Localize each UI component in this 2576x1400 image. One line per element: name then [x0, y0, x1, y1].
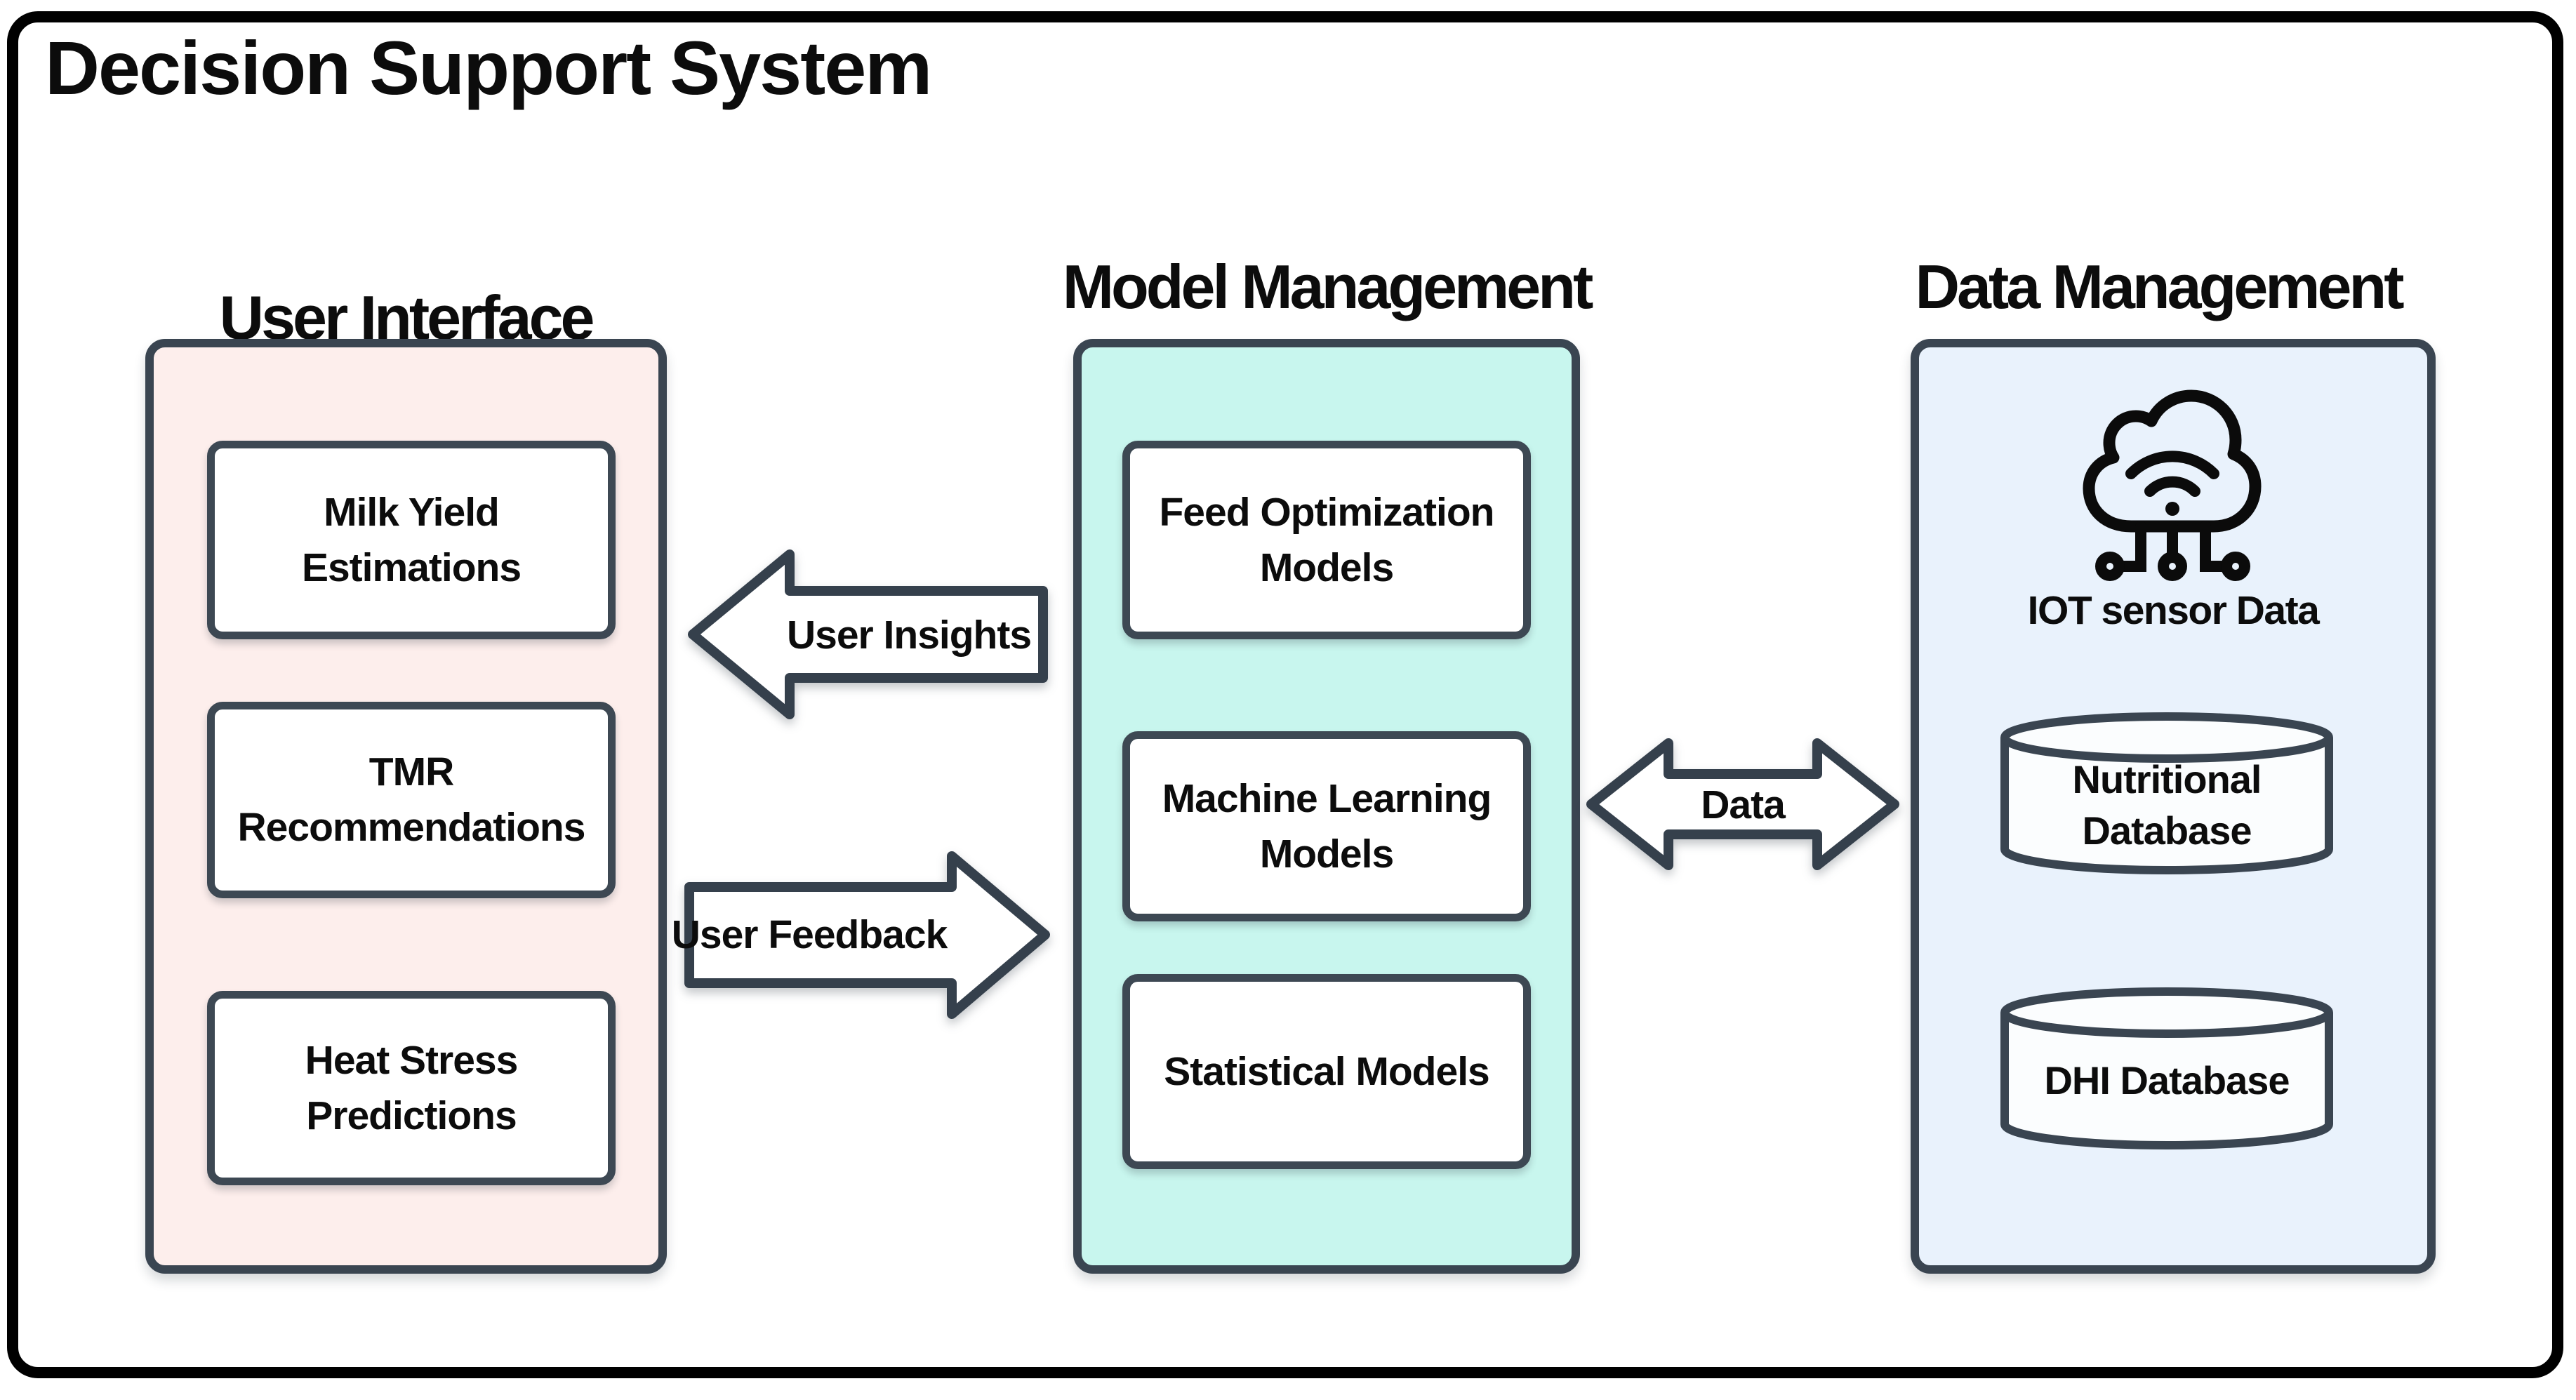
box-machine-learning-models: Machine Learning Models — [1122, 731, 1531, 921]
box-heat-stress-predictions: Heat Stress Predictions — [207, 991, 616, 1185]
dhi-database-cylinder: DHI Database — [1999, 986, 2335, 1152]
box-label: Milk Yield Estimations — [301, 489, 522, 590]
database-cylinder-icon — [2000, 987, 2333, 1149]
user-interface-panel: Milk Yield Estimations TMR Recommendatio… — [145, 339, 667, 1274]
iot-cloud-icon — [2082, 388, 2266, 585]
box-label: Machine Learning Models — [1162, 775, 1492, 876]
diagram-title: Decision Support System — [45, 25, 932, 110]
iot-sensor-data-label: IOT sensor Data — [2027, 588, 2320, 633]
nutritional-database-cylinder: Nutritional Database — [1999, 711, 2335, 877]
user-feedback-arrow-right — [684, 851, 1050, 1019]
box-label: Heat Stress Predictions — [305, 1037, 519, 1138]
box-label: Statistical Models — [1164, 1048, 1489, 1094]
outer-frame — [7, 11, 2563, 1378]
box-label: Feed Optimization Models — [1159, 489, 1494, 590]
database-label: DHI Database — [2044, 1058, 2290, 1102]
database-cylinder-icon — [2000, 712, 2333, 874]
user-insights-arrow-left — [688, 549, 1048, 719]
user-feedback-label: User Feedback — [671, 912, 948, 957]
data-management-panel: IOT sensor Data Nutritional Database DHI… — [1911, 339, 2436, 1274]
box-statistical-models: Statistical Models — [1122, 974, 1531, 1169]
database-label: Nutritional Database — [2072, 757, 2262, 853]
column-header-data-management: Data Management — [1915, 252, 2404, 321]
data-arrow-bidirectional — [1586, 738, 1899, 870]
box-feed-optimization-models: Feed Optimization Models — [1122, 441, 1531, 639]
user-insights-label: User Insights — [786, 613, 1032, 658]
column-header-model-management: Model Management — [1062, 252, 1594, 321]
model-management-panel: Feed Optimization Models Machine Learnin… — [1073, 339, 1580, 1274]
box-tmr-recommendations: TMR Recommendations — [207, 702, 616, 898]
box-milk-yield-estimations: Milk Yield Estimations — [207, 441, 616, 639]
box-label: TMR Recommendations — [237, 749, 586, 850]
data-label: Data — [1701, 782, 1786, 827]
